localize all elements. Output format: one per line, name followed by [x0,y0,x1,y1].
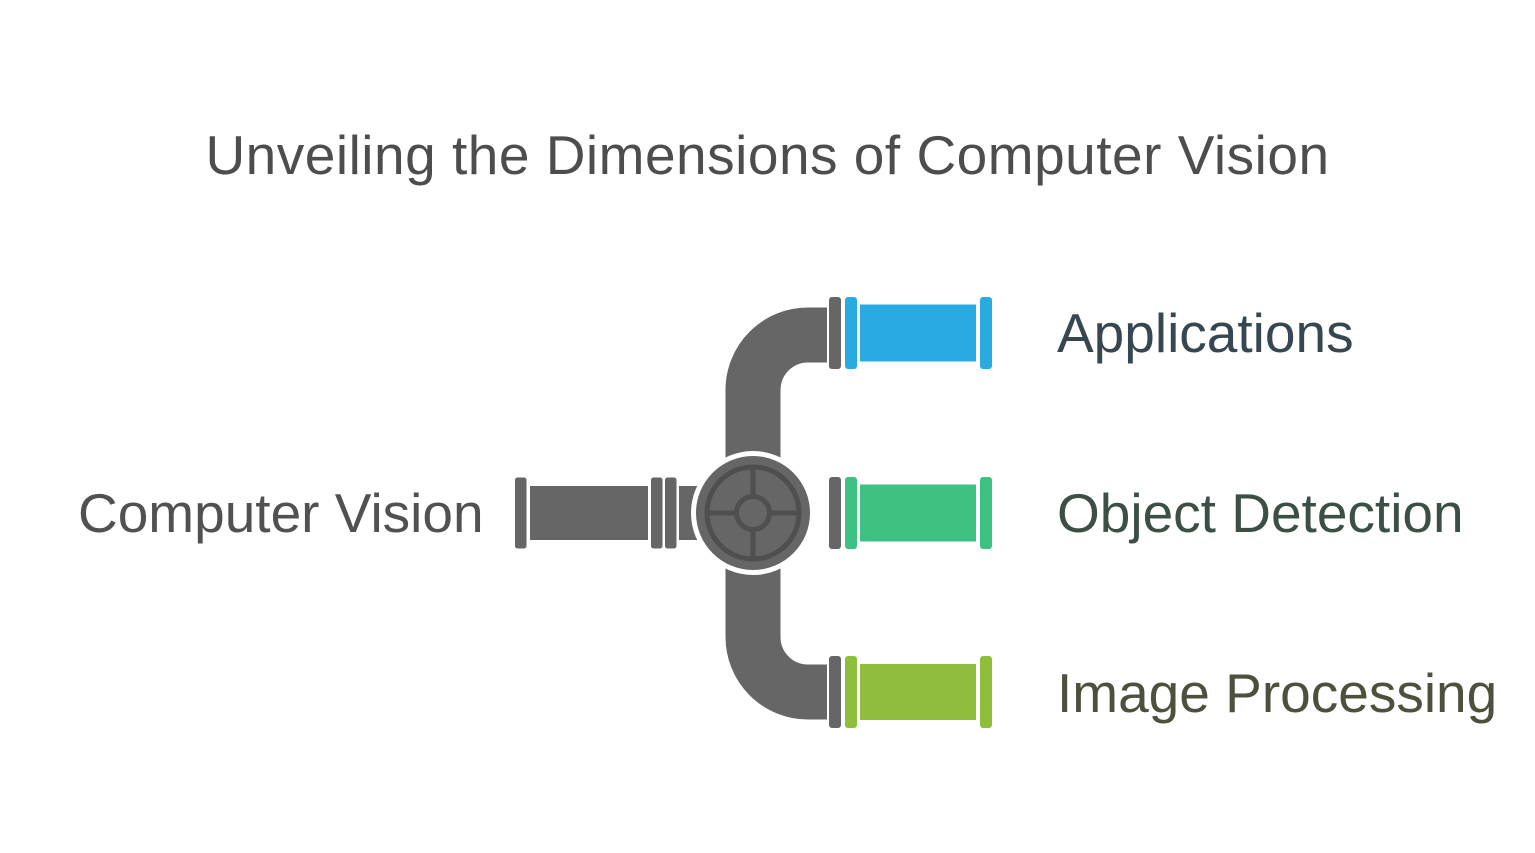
branch-gray-flange [829,297,841,369]
elbow-bottom [725,561,827,720]
branch-pipe-body [860,484,976,542]
branch-end-flange [980,297,992,369]
valve-wheel [691,451,815,575]
branch-pipe-body [860,664,976,720]
root-node-label: Computer Vision [78,482,484,544]
branch-label-image-processing: Image Processing [1057,662,1498,724]
main-pipe-body [530,486,648,540]
main-pipe-flange-mid1 [651,477,663,549]
branch-gray-flange [829,477,841,549]
branch-label-object-detection: Object Detection [1057,482,1464,544]
page-title: Unveiling the Dimensions of Computer Vis… [205,124,1330,186]
branch-pipe-object-detection [829,477,992,549]
valve-hub [734,494,772,532]
main-pipe-flange-mid2 [665,477,677,549]
main-pipe-flange-left [515,477,527,549]
branch-label-applications: Applications [1057,302,1354,364]
branch-pipe-image-processing [829,656,992,728]
branch-end-flange [980,477,992,549]
branch-end-flange [980,656,992,728]
branch-gray-flange [829,656,841,728]
branch-color-flange [845,477,857,549]
branch-pipe-applications [829,297,992,369]
branch-color-flange [845,297,857,369]
branch-pipe-body [860,304,976,362]
elbow-top [725,307,827,465]
branch-color-flange [845,656,857,728]
